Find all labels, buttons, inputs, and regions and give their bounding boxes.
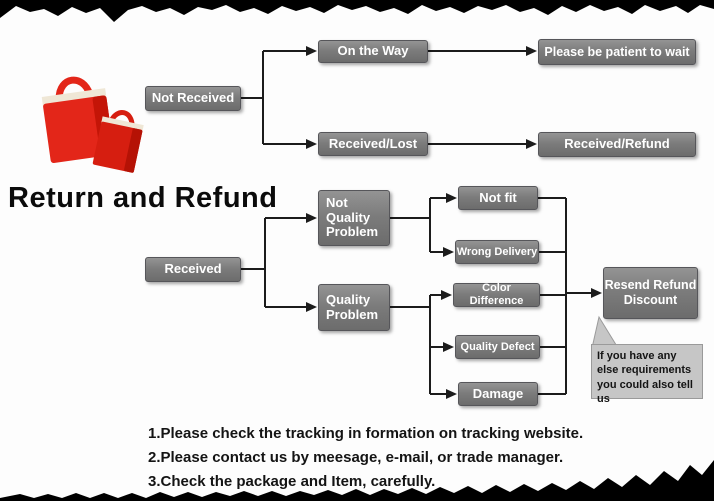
note-line-2: 2.Please contact us by meesage, e-mail, … — [148, 449, 564, 466]
page-title: Return and Refund — [8, 182, 278, 214]
suggestion-bubble: If you have any else requirements you co… — [591, 344, 703, 405]
torn-edge-top — [0, 0, 714, 22]
node-on-the-way: On the Way — [318, 40, 428, 63]
node-received-refund: Received/Refund — [538, 132, 696, 157]
node-not-received: Not Received — [145, 86, 241, 111]
node-received: Received — [145, 257, 241, 282]
node-wrong-delivery: Wrong Delivery — [455, 240, 539, 264]
node-color-difference: Color Difference — [453, 282, 540, 307]
node-resend-refund-discount: Resend Refund Discount — [603, 267, 698, 319]
shopping-bags-icon — [41, 76, 144, 173]
node-be-patient: Please be patient to wait — [538, 39, 696, 65]
node-damage: Damage — [458, 382, 538, 406]
note-line-3: 3.Check the package and Item, carefully. — [148, 473, 436, 490]
flow-connectors — [240, 46, 602, 399]
torn-edge-bottom — [0, 460, 714, 501]
node-received-lost: Received/Lost — [318, 132, 428, 156]
node-not-quality-problem: Not Quality Problem — [318, 190, 390, 246]
node-quality-problem: Quality Problem — [318, 284, 390, 331]
footer-notes: 1.Please check the tracking in formation… — [148, 422, 583, 494]
note-line-1: 1.Please check the tracking in formation… — [148, 425, 584, 442]
node-quality-defect: Quality Defect — [455, 335, 540, 359]
node-not-fit: Not fit — [458, 186, 538, 210]
